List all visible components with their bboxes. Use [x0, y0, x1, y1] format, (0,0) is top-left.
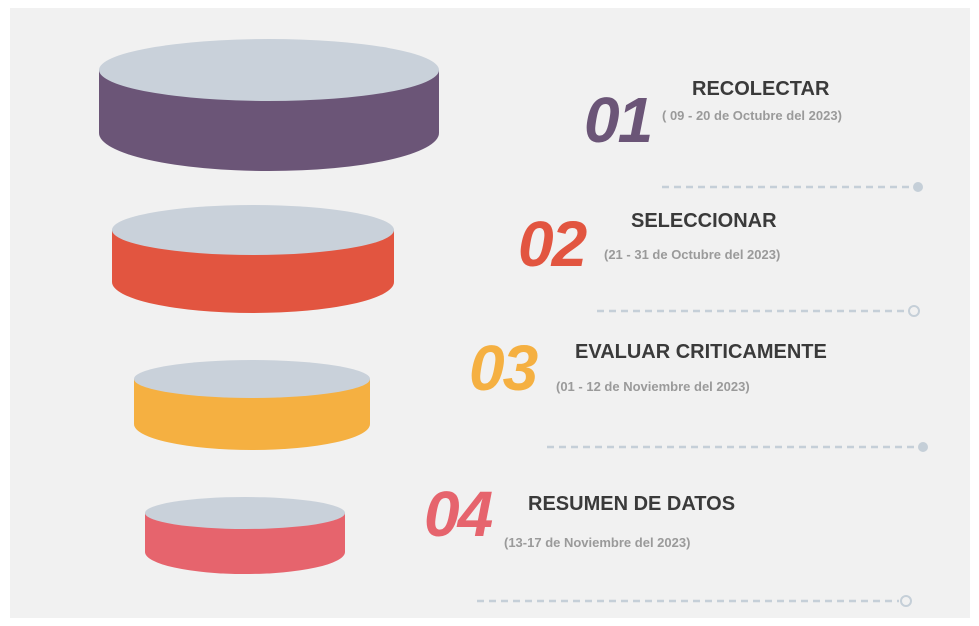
step-2-date: (21 - 31 de Octubre del 2023): [604, 247, 781, 262]
disk-1-top: [99, 39, 439, 101]
step-4-connector: [477, 595, 912, 607]
step-3-connector: [547, 442, 928, 452]
step-4-number: 04: [424, 478, 493, 550]
step-4-date: (13-17 de Noviembre del 2023): [504, 535, 691, 550]
disk-4-side: [145, 513, 345, 574]
step-2-title: SELECCIONAR: [631, 210, 777, 232]
step-3-number: 03: [469, 332, 538, 404]
step-1-number: 01: [584, 84, 653, 156]
funnel-disk-1: [99, 39, 439, 171]
funnel-diagram: 01 RECOLECTAR ( 09 - 20 de Octubre del 2…: [10, 8, 970, 618]
step-2-connector: [597, 305, 920, 317]
disk-3-top: [134, 360, 370, 398]
step-3-connector-dot: [918, 442, 928, 452]
funnel-disk-4: [145, 497, 345, 574]
step-2-number: 02: [518, 208, 587, 280]
disk-2-top: [112, 205, 394, 255]
disk-3-side: [134, 379, 370, 450]
funnel-disk-3: [134, 360, 370, 450]
step-2-connector-dot: [908, 305, 920, 317]
step-1-date: ( 09 - 20 de Octubre del 2023): [662, 108, 842, 123]
step-1-title: RECOLECTAR: [692, 78, 830, 100]
funnel-disk-2: [112, 205, 394, 313]
step-1-connector: [662, 182, 923, 192]
step-3-date: (01 - 12 de Noviembre del 2023): [556, 379, 750, 394]
step-1-connector-dot: [913, 182, 923, 192]
step-4-connector-dot: [900, 595, 912, 607]
disk-4-top: [145, 497, 345, 529]
step-4-title: RESUMEN DE DATOS: [528, 493, 736, 515]
step-3-title: EVALUAR CRITICAMENTE: [575, 341, 827, 363]
